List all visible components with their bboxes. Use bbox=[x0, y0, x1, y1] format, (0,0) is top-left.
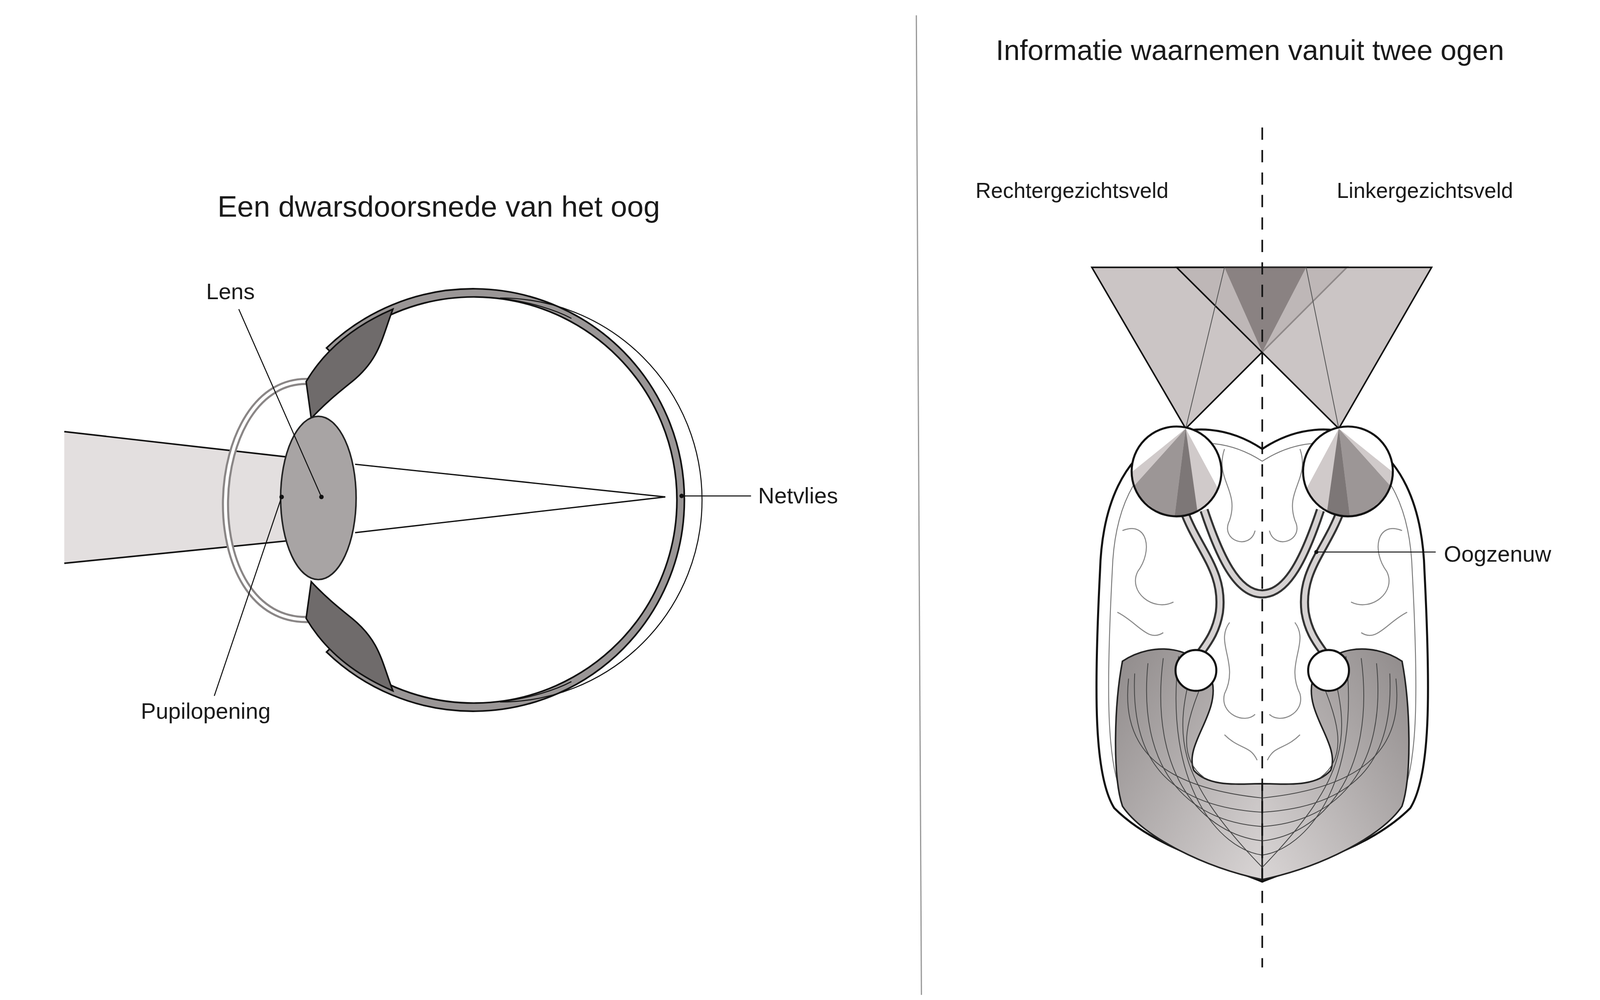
light-beam bbox=[64, 431, 298, 564]
sclera bbox=[326, 288, 685, 712]
striation bbox=[1182, 661, 1263, 868]
part-label: Oogzenuw bbox=[1443, 541, 1552, 568]
eye-outline bbox=[1302, 426, 1393, 517]
eye-wedge bbox=[1325, 428, 1351, 526]
iris-top bbox=[306, 309, 393, 419]
leader-line bbox=[681, 495, 752, 497]
overlap-field bbox=[1224, 267, 1307, 353]
gyrus bbox=[1222, 449, 1255, 543]
lgn bbox=[1175, 650, 1217, 691]
iris-bottom bbox=[306, 581, 393, 691]
light-ray bbox=[355, 464, 665, 497]
part-label: Lens bbox=[206, 278, 255, 305]
gyrus bbox=[1122, 528, 1174, 605]
eye-outline bbox=[1131, 426, 1222, 517]
section-heading: Een dwarsdoorsnede van het oog bbox=[217, 190, 660, 225]
striation bbox=[1127, 678, 1263, 799]
retina-line bbox=[500, 297, 703, 703]
gyrus bbox=[1223, 622, 1255, 719]
light-ray bbox=[355, 497, 665, 533]
section-heading: Informatie waarnemen vanuit twee ogen bbox=[995, 34, 1505, 68]
gyrus bbox=[1350, 528, 1402, 605]
field-label: Rechtergezichtsveld bbox=[975, 178, 1169, 203]
part-label: Pupilopening bbox=[140, 698, 271, 725]
leader-line bbox=[1316, 551, 1436, 553]
eye-wedge bbox=[1173, 428, 1199, 526]
gyrus bbox=[1361, 612, 1408, 636]
gyrus bbox=[1117, 612, 1164, 636]
binocular-diagram bbox=[1091, 127, 1436, 968]
field-line bbox=[1185, 267, 1225, 429]
cortex-area bbox=[1115, 649, 1263, 880]
retina-detail bbox=[500, 681, 572, 703]
visual-cortex-mirrored bbox=[1262, 649, 1409, 880]
retina-detail bbox=[500, 297, 572, 319]
gyrus bbox=[1267, 734, 1300, 760]
divider-line bbox=[916, 15, 922, 995]
eye-cross-section bbox=[64, 288, 751, 712]
part-label: Netvlies bbox=[758, 482, 839, 509]
visual-field bbox=[1176, 267, 1432, 429]
midline bbox=[1261, 127, 1263, 968]
gyrus bbox=[1224, 734, 1258, 760]
leader-line bbox=[238, 309, 322, 498]
leader-line bbox=[214, 497, 282, 697]
field-label: Linkergezichtsveld bbox=[1336, 178, 1513, 203]
lens bbox=[280, 416, 356, 580]
beam-edge bbox=[64, 431, 298, 459]
gyrus bbox=[1269, 622, 1301, 719]
lgn bbox=[1308, 650, 1350, 691]
gyrus bbox=[1269, 449, 1303, 543]
visual-cortex bbox=[1115, 649, 1263, 880]
field-line bbox=[1306, 267, 1339, 429]
